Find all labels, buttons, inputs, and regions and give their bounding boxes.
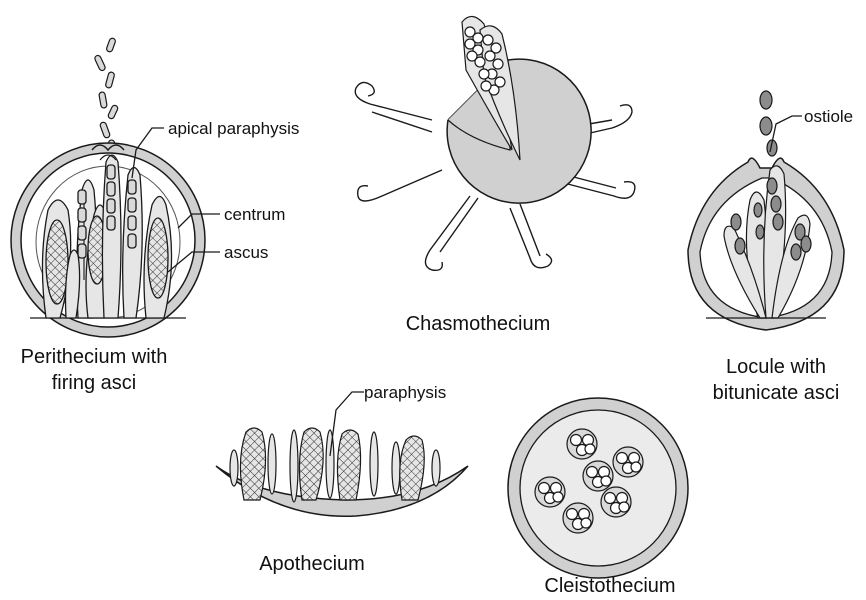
centrum-label: centrum	[224, 205, 285, 224]
perithecium	[11, 37, 205, 337]
perithecium-caption-line2: firing asci	[52, 372, 136, 394]
apical-paraphysis-label: apical paraphysis	[168, 119, 299, 138]
locule-caption-line1: Locule with	[726, 356, 826, 378]
paraphysis-label: paraphysis	[364, 383, 446, 402]
locule: ostiole	[688, 91, 853, 330]
apothecium: paraphysis	[216, 383, 468, 516]
released-spores	[94, 37, 119, 152]
locule-caption-line2: bitunicate asci	[713, 382, 840, 404]
ascus-label: ascus	[224, 243, 268, 262]
chasmothecium-caption: Chasmothecium	[406, 313, 551, 335]
hymenium	[230, 428, 440, 502]
perithecium-caption-line1: Perithecium with	[21, 346, 168, 368]
ostiole-label: ostiole	[804, 107, 853, 126]
apothecium-caption: Apothecium	[259, 553, 365, 575]
chasmothecium	[355, 16, 635, 270]
cleistothecium	[508, 398, 688, 578]
locule-spores	[760, 91, 777, 156]
cleistothecium-caption: Cleistothecium	[544, 575, 675, 597]
